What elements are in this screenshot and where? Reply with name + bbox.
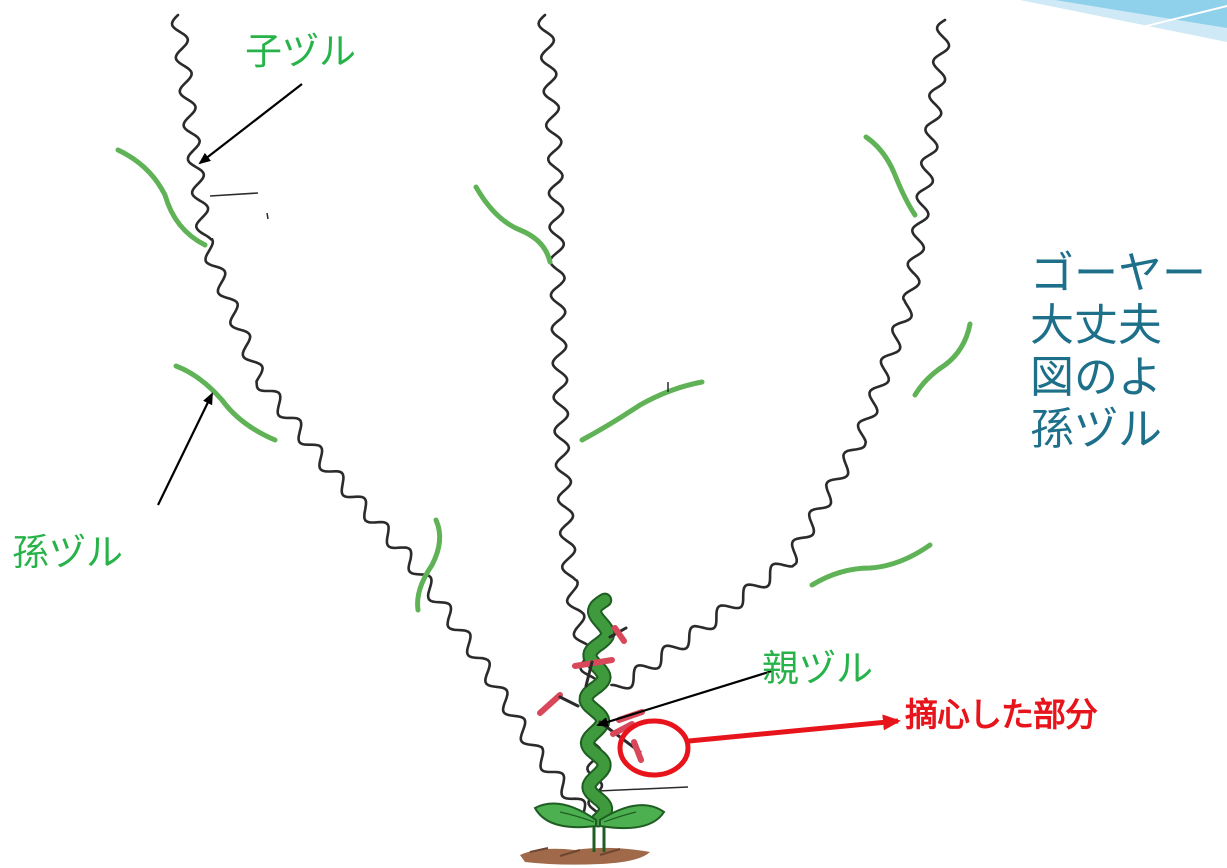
main-stem — [578, 592, 616, 828]
arrow-oya-zuru — [596, 669, 773, 727]
shoot — [473, 184, 553, 265]
side-text-line: 孫ヅル — [1030, 404, 1162, 455]
arrow-mago-zuru — [157, 392, 213, 506]
shoot — [863, 134, 918, 218]
side-text-line: 大丈夫 — [1030, 300, 1162, 351]
shoot — [173, 363, 278, 443]
shoot — [912, 321, 973, 398]
arrow-ko-zuru — [198, 83, 303, 165]
label-grandchild-vine: 孫ヅル — [12, 531, 123, 574]
grandchild-shoots — [115, 134, 973, 613]
side-text: ゴーヤー 大丈夫 図のよ 孫ヅル — [1030, 248, 1206, 456]
arrow-tekishin — [688, 714, 901, 744]
label-pinched-part: 摘心した部分 — [905, 695, 1098, 734]
label-child-vine: 子ヅル — [245, 30, 356, 73]
shoot — [415, 517, 443, 613]
shoot — [579, 379, 705, 443]
child-vine — [610, 18, 951, 690]
label-parent-vine: 親ヅル — [762, 647, 873, 690]
small-ticks — [209, 192, 689, 792]
soil — [520, 847, 650, 865]
child-vine — [170, 13, 587, 826]
shoot — [809, 542, 933, 588]
vines — [170, 13, 951, 826]
side-text-line: ゴーヤー — [1030, 248, 1206, 299]
corner-accent — [1020, 0, 1227, 42]
pinched-highlight-circle — [617, 718, 691, 778]
shoot — [115, 147, 208, 248]
side-text-line: 図のよ — [1030, 352, 1162, 403]
seed-leaves — [533, 802, 666, 852]
